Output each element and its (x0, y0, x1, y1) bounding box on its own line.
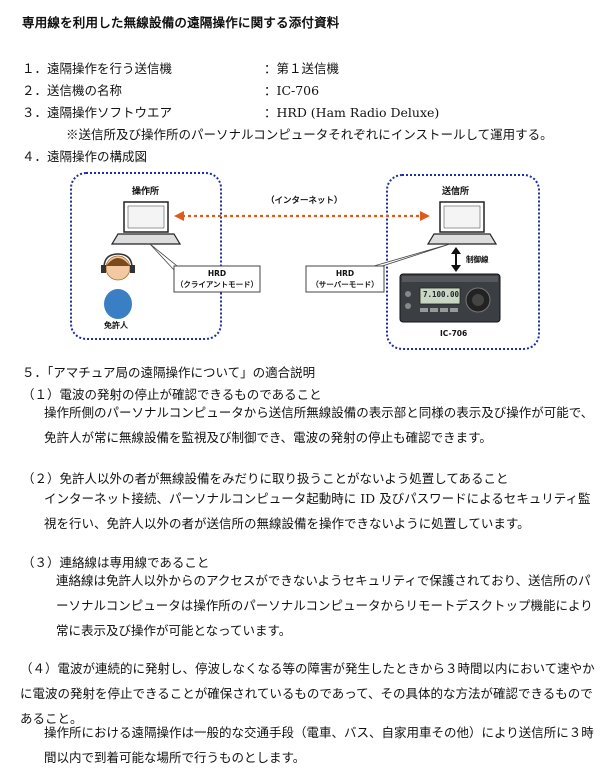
operation-site-box (70, 172, 222, 340)
item-2: ２．送信機の名称 (22, 80, 122, 99)
s2-body: インターネット接続、パーソナルコンピュータ起動時に ID 及びパスワードによるセ… (44, 486, 591, 536)
item-label: 遠隔操作を行う送信機 (47, 61, 173, 76)
item-1-value: ：第１送信機 (264, 61, 340, 76)
s3-heading: （３）連絡線は専用線であること (22, 555, 210, 570)
operator-person-icon (101, 253, 135, 319)
operation-site-label: 操作所 (132, 187, 160, 197)
item-number: ３． (22, 105, 48, 120)
item-3: ３．遠隔操作ソフトウエア (22, 102, 172, 121)
s1-body-line: 操作所側のパーソナルコンピュータから送信所無線設備の表示部と同様の表示及び操作が… (44, 405, 594, 420)
diagram-graphics (101, 201, 501, 323)
s4-heading-line: （４）電波が連続的に発射し、停波しなくなる等の障害が発生したときから３時間以内に… (20, 661, 595, 676)
software-note: ※送信所及び操作所のパーソナルコンピュータそれぞれにインストールして運用する。 (66, 127, 553, 142)
radio-display: 7.100.00 (422, 290, 460, 299)
control-line-label: 制御線 (466, 255, 489, 264)
page-title: 専用線を利用した無線設備の遠隔操作に関する添付資料 (22, 15, 340, 30)
hrd-client-line2: （クライアントモード） (175, 280, 259, 289)
s3-body: 連絡線は免許人以外からのアクセスができないようセキュリティで保護されており、送信… (56, 568, 593, 643)
transmit-site-label: 送信所 (442, 187, 470, 197)
radio-label: IC-706 (440, 329, 468, 338)
s2-heading: （２）免許人以外の者が無線設備をみだりに取り扱うことがないよう処置してあること (22, 471, 509, 486)
operation-pc-icon (110, 201, 182, 245)
s3-body-line: 常に表示及び操作が可能となっています。 (56, 623, 292, 638)
item-number: １． (22, 61, 48, 76)
hrd-server-line1: HRD (335, 269, 355, 278)
hrd-server-callout (305, 243, 451, 293)
diagram-heading: ４．遠隔操作の構成図 (22, 149, 148, 164)
s4-body-line: 操作所における遠隔操作は一般的な交通手段（電車、バス、自家用車その他）により送信… (44, 725, 594, 740)
s2-body-line: 視を行い、免許人以外の者が送信所の無線設備を操作できないように処置しています。 (44, 516, 530, 531)
s3-body-line: ーソナルコンピュータは操作所のパーソナルコンピュータからリモートデスクトップ機能… (56, 598, 593, 613)
s3-body-line: 連絡線は免許人以外からのアクセスができないようセキュリティで保護されており、送信… (56, 573, 591, 588)
hrd-client-label: HRD （クライアントモード） (174, 268, 260, 290)
s2-body-line: インターネット接続、パーソナルコンピュータ起動時に ID 及びパスワードによるセ… (44, 491, 591, 506)
item-label: 送信機の名称 (47, 83, 123, 98)
hrd-server-label: HRD （サーバーモード） (306, 268, 384, 290)
item-number: ２． (22, 83, 48, 98)
hrd-client-callout (149, 243, 261, 293)
item-label: 遠隔操作ソフトウエア (47, 105, 173, 120)
configuration-diagram: 操作所 送信所 (70, 172, 542, 350)
control-line-arrow (451, 247, 461, 272)
operator-label: 免許人 (104, 321, 128, 330)
item-1: １．遠隔操作を行う送信機 (22, 58, 172, 77)
s4-heading-line: あること。 (20, 711, 83, 726)
hrd-server-line2: （サーバーモード） (311, 280, 379, 289)
s4-body: 操作所における遠隔操作は一般的な交通手段（電車、バス、自家用車その他）により送信… (44, 720, 594, 770)
hrd-client-line1: HRD (207, 269, 227, 278)
section5-heading: ５．「アマチュア局の遠隔操作について」の適合説明 (22, 365, 316, 380)
internet-arrow (174, 211, 430, 221)
s4-heading: （４）電波が連続的に発射し、停波しなくなる等の障害が発生したときから３時間以内に… (20, 656, 595, 731)
s1-body-line: 免許人が常に無線設備を監視及び制御でき、電波の発射の停止も確認できます。 (44, 430, 492, 445)
item-3-value: ：HRD (Ham Radio Deluxe) (264, 105, 440, 120)
internet-label: （インターネット） (266, 196, 343, 206)
s1-body: 操作所側のパーソナルコンピュータから送信所無線設備の表示部と同様の表示及び操作が… (44, 400, 593, 450)
s4-body-line: 間以内で到着可能な場所で行うものとします。 (44, 750, 306, 765)
transmit-pc-icon (426, 201, 498, 245)
item-2-value: ：IC-706 (264, 83, 320, 98)
s4-heading-line: に電波の発射を停止できることが確保されているものであって、その具体的な方法が確認… (20, 686, 593, 701)
ic706-radio-icon (399, 273, 501, 323)
s1-heading: （１）電波の発射の停止が確認できるものであること (22, 387, 322, 402)
